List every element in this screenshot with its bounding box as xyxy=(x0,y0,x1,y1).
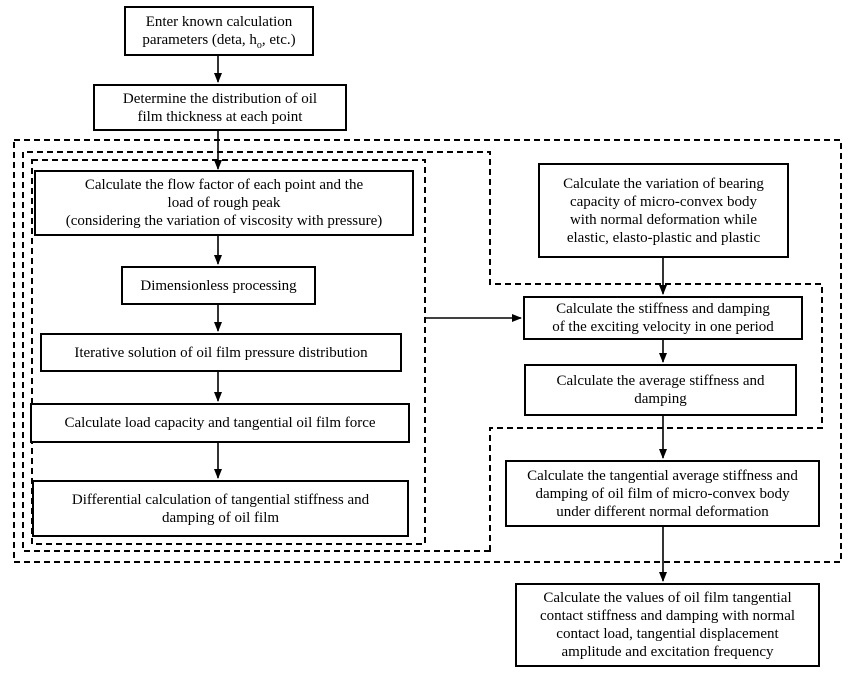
tangential-average-box: Calculate the tangential average stiffne… xyxy=(505,460,820,527)
box-line: Calculate the tangential average stiffne… xyxy=(527,467,798,484)
box-line: contact stiffness and damping with norma… xyxy=(539,608,796,624)
box-line: Differential calculation of tangential s… xyxy=(71,491,370,508)
box-line: amplitude and excitation frequency xyxy=(561,644,774,660)
middle-dashed-loop xyxy=(22,151,823,552)
box-line: of the exciting velocity in one period xyxy=(552,319,774,335)
box-line: Calculate the flow factor of each point … xyxy=(84,177,364,193)
iterative-solution-box: Iterative solution of oil film pressure … xyxy=(40,333,402,372)
enter-parameters-text-a: parameters (deta, h xyxy=(142,32,257,48)
box-line: with normal deformation while xyxy=(569,211,758,228)
enter-parameters-box: Enter known calculation parameters (deta… xyxy=(124,6,314,56)
box-line: load of rough peak xyxy=(167,195,281,211)
enter-parameters-text-b: , etc.) xyxy=(261,32,296,48)
differential-calculation-box: Differential calculation of tangential s… xyxy=(32,480,409,537)
box-line: Determine the distribution of oil xyxy=(122,90,318,107)
dimensionless-processing-box: Dimensionless processing xyxy=(121,266,316,305)
box-line: film thickness at each point xyxy=(137,108,303,125)
box-line: Calculate the variation of bearing xyxy=(563,175,764,192)
box-line: Calculate the average stiffness and xyxy=(556,373,765,389)
box-line: damping of oil film xyxy=(161,509,280,526)
box-line: Iterative solution of oil film pressure … xyxy=(74,344,368,361)
box-line: damping xyxy=(634,391,687,407)
box-line: elastic, elasto-plastic and plastic xyxy=(566,229,761,246)
box-line: damping of oil film of micro-convex body xyxy=(535,485,790,502)
box-line: Calculate the values of oil film tangent… xyxy=(543,590,792,606)
stiffness-period-box: Calculate the stiffness and damping of t… xyxy=(523,296,803,340)
box-line: Calculate load capacity and tangential o… xyxy=(64,415,376,431)
thickness-distribution-box: Determine the distribution of oil film t… xyxy=(93,84,347,131)
enter-parameters-subscript: o xyxy=(256,40,262,51)
box-line: contact load, tangential displacement xyxy=(556,626,779,642)
final-values-box: Calculate the values of oil film tangent… xyxy=(515,583,820,667)
outer-dashed-loop xyxy=(13,139,842,563)
inner-dashed-loop xyxy=(31,159,426,545)
box-line: Dimensionless processing xyxy=(140,277,297,294)
box-line: under different normal deformation xyxy=(556,503,769,520)
box-line: Calculate the stiffness and damping xyxy=(556,301,770,317)
load-capacity-box: Calculate load capacity and tangential o… xyxy=(30,403,410,443)
box-line: capacity of micro-convex body xyxy=(569,193,757,210)
flow-factor-box: Calculate the flow factor of each point … xyxy=(34,170,414,236)
box-line: (considering the variation of viscosity … xyxy=(65,213,383,229)
enter-parameters-line-2: parameters (deta, ho, etc.) xyxy=(142,31,296,51)
average-stiffness-box: Calculate the average stiffness and damp… xyxy=(524,364,797,416)
bearing-capacity-box: Calculate the variation of bearing capac… xyxy=(538,163,789,258)
enter-parameters-line-1: Enter known calculation xyxy=(145,14,293,30)
